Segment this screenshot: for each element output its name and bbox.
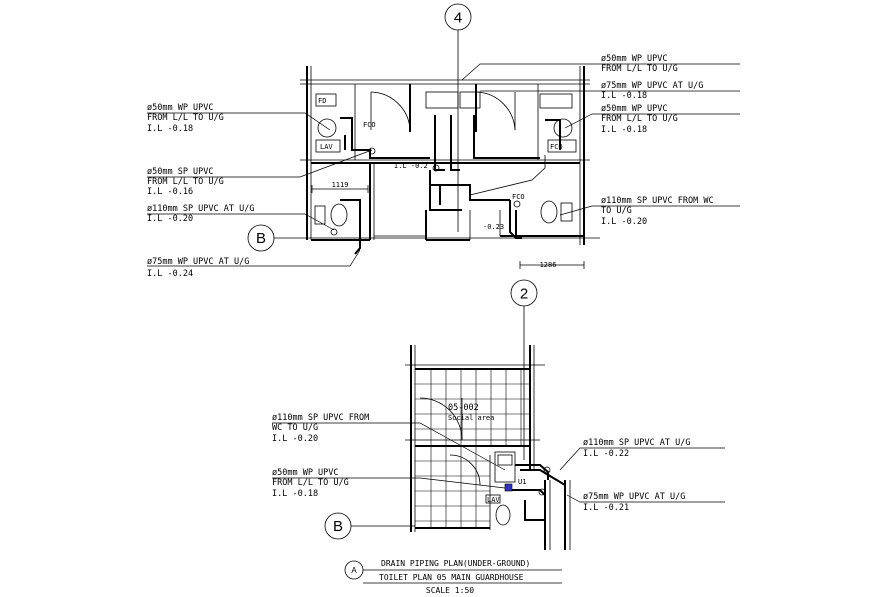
svg-text:FCO: FCO [550, 143, 563, 151]
grid-bubble-b-upper: B [247, 224, 600, 252]
svg-text:1286: 1286 [540, 261, 557, 269]
drawing-title-line1: DRAIN PIPING PLAN(UNDER-GROUND) [381, 559, 530, 568]
svg-text:ø75mm WP UPVC AT U/G: ø75mm WP UPVC AT U/G [601, 81, 703, 91]
svg-text:I.L -0.22: I.L -0.22 [583, 449, 629, 459]
basin-icon [317, 118, 337, 138]
fco-tag: FCO [363, 121, 376, 129]
svg-text:FROM L/L TO U/G: FROM L/L TO U/G [272, 478, 349, 488]
note-sp110-left: ø110mm SP UPVC AT U/G I.L -0.20 [147, 204, 335, 231]
upper-fixtures: FD LAV FCO FCO FCO [314, 91, 577, 227]
note-sp110-lower-right: ø110mm SP UPVC AT U/G I.L -0.22 [559, 438, 725, 471]
svg-text:I.L -0.21: I.L -0.21 [583, 503, 629, 513]
svg-text:TO U/G: TO U/G [601, 206, 632, 216]
svg-text:B: B [333, 518, 343, 535]
svg-text:I.L -0.20: I.L -0.20 [601, 217, 647, 227]
svg-text:ø110mm SP UPVC AT U/G: ø110mm SP UPVC AT U/G [583, 438, 690, 448]
room-code: 05-002 [448, 403, 479, 413]
basin-icon [553, 118, 573, 138]
svg-text:I.L -0.20: I.L -0.20 [147, 214, 193, 224]
note-wp75-right: ø75mm WP UPVC AT U/G I.L -0.18 [480, 81, 740, 101]
svg-text:ø50mm WP UPVC: ø50mm WP UPVC [601, 104, 668, 114]
note-wp75-lower-right: ø75mm WP UPVC AT U/G I.L -0.21 [566, 492, 725, 513]
svg-text:ø75mm WP UPVC AT U/G: ø75mm WP UPVC AT U/G [583, 492, 685, 502]
svg-text:ø50mm WP UPVC: ø50mm WP UPVC [601, 54, 668, 64]
lower-plan-walls [405, 345, 571, 550]
note-wp50-right: ø50mm WP UPVC FROM L/L TO U/G I.L -0.18 [564, 104, 740, 135]
note-sp110-lower-left: ø110mm SP UPVC FROM WC TO U/G I.L -0.20 [272, 413, 506, 471]
svg-text:WC TO U/G: WC TO U/G [272, 423, 318, 433]
svg-text:ø50mm WP UPVC: ø50mm WP UPVC [272, 468, 339, 478]
svg-text:I.L -0.18: I.L -0.18 [272, 489, 318, 499]
grid-bubble-4-label: 4 [454, 10, 462, 27]
svg-text:I.L -0.18: I.L -0.18 [147, 124, 193, 134]
svg-text:ø110mm SP UPVC AT U/G: ø110mm SP UPVC AT U/G [147, 204, 254, 214]
door-swing [419, 397, 463, 441]
note-wp50-lower-left: ø50mm WP UPVC FROM L/L TO U/G I.L -0.18 [272, 468, 506, 499]
lower-fixtures: LAV U1 [485, 451, 526, 526]
svg-text:FROM L/L TO U/G: FROM L/L TO U/G [147, 177, 224, 187]
upper-plan-walls [300, 66, 590, 245]
invert-level-tag: I.L -0.2 [394, 162, 428, 170]
svg-text:FROM L/L TO U/G: FROM L/L TO U/G [601, 114, 678, 124]
svg-text:FROM L/L TO U/G: FROM L/L TO U/G [601, 64, 678, 74]
note-sp50-left: ø50mm SP UPVC FROM L/L TO U/G I.L -0.16 [147, 149, 373, 197]
dimension-1286: 1286 [519, 261, 585, 269]
drawing-title-line2: TOILET PLAN 05 MAIN GUARDHOUSE [379, 573, 524, 582]
svg-text:I.L -0.18: I.L -0.18 [601, 125, 647, 135]
wc-icon [540, 200, 558, 224]
fco-tag: FCO [512, 193, 525, 201]
svg-text:B: B [256, 230, 266, 247]
cleanout-marker [504, 483, 513, 492]
svg-text:I.L -0.18: I.L -0.18 [601, 91, 647, 101]
svg-text:FD: FD [318, 97, 326, 105]
svg-text:ø75mm WP UPVC AT U/G: ø75mm WP UPVC AT U/G [147, 257, 249, 267]
note-wp75-left: ø75mm WP UPVC AT U/G I.L -0.24 [147, 249, 361, 279]
svg-text:I.L -0.20: I.L -0.20 [272, 434, 318, 444]
svg-text:A: A [351, 566, 357, 575]
note-sp110-right: ø110mm SP UPVC FROM WC TO U/G I.L -0.20 [559, 196, 740, 227]
svg-text:ø110mm SP UPVC FROM WC: ø110mm SP UPVC FROM WC [601, 196, 714, 206]
grid-bubble-4: 4 [444, 3, 472, 232]
room-name: Social area [448, 414, 494, 422]
svg-text:1119: 1119 [332, 181, 349, 189]
lav-tag: LAV [487, 496, 500, 504]
grid-bubble-b-lower: B [324, 512, 415, 540]
svg-text:FROM L/L TO U/G: FROM L/L TO U/G [147, 113, 224, 123]
tiled-floor [415, 369, 530, 528]
upper-drain-pipes [330, 115, 561, 255]
title-block: A DRAIN PIPING PLAN(UNDER-GROUND) TOILET… [344, 559, 562, 595]
invert-level-tag: -0.23 [483, 223, 504, 231]
u1-tag: U1 [518, 478, 526, 486]
grid-bubble-2: 2 [510, 279, 538, 460]
svg-text:ø50mm WP UPVC: ø50mm WP UPVC [147, 103, 214, 113]
wc-icon [330, 203, 348, 227]
svg-text:ø50mm SP UPVC: ø50mm SP UPVC [147, 167, 214, 177]
floor-drain-tag [315, 93, 337, 107]
note-wp50-right-top: ø50mm WP UPVC FROM L/L TO U/G [461, 54, 740, 81]
note-wp50-left: ø50mm WP UPVC FROM L/L TO U/G I.L -0.18 [147, 103, 331, 134]
svg-text:I.L -0.16: I.L -0.16 [147, 187, 193, 197]
lower-drain-pipes [512, 464, 566, 521]
svg-text:2: 2 [520, 286, 528, 303]
dimension-1119: 1119 [311, 181, 369, 193]
svg-text:I.L -0.24: I.L -0.24 [147, 269, 193, 279]
wc-icon [495, 504, 511, 526]
lav-tag: LAV [320, 143, 333, 151]
svg-text:ø110mm SP UPVC FROM: ø110mm SP UPVC FROM [272, 413, 369, 423]
drawing-scale: SCALE 1:50 [426, 586, 474, 595]
